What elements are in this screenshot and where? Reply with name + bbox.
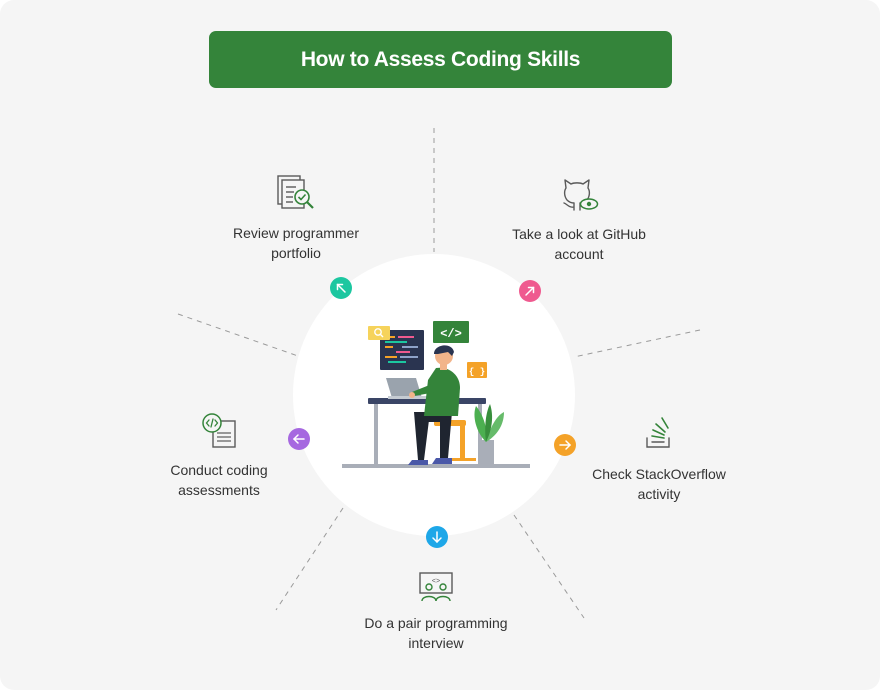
- search-tag: [368, 326, 390, 340]
- step-label-portfolio-line2: portfolio: [271, 245, 321, 261]
- arrow-down-icon: [426, 526, 448, 548]
- step-label-github: Take a look at GitHub account: [484, 224, 674, 264]
- step-label-stackoverflow: Check StackOverflow activity: [564, 464, 754, 504]
- page-title: How to Assess Coding Skills: [300, 47, 581, 71]
- step-label-portfolio: Review programmer portfolio: [201, 223, 391, 263]
- step-label-pair-line1: Do a pair programming: [364, 615, 508, 631]
- arrow-left-icon: [288, 428, 310, 450]
- svg-text:<>: <>: [432, 578, 440, 586]
- spoke-right: [573, 329, 701, 358]
- braces-tag: [467, 362, 487, 378]
- step-label-assessment: Conduct coding assessments: [124, 460, 314, 500]
- svg-text:</>: </>: [440, 327, 462, 341]
- step-label-pair-line2: interview: [408, 635, 464, 651]
- title-banner: How to Assess Coding Skills: [209, 31, 672, 88]
- step-label-stackoverflow-line2: activity: [637, 486, 681, 502]
- step-label-assessment-line1: Conduct coding: [170, 462, 268, 478]
- code-document-icon: [202, 413, 236, 448]
- document-check-icon: [277, 175, 314, 209]
- step-label-pair: Do a pair programming interview: [341, 613, 531, 653]
- step-label-assessment-line2: assessments: [178, 482, 260, 498]
- spoke-bottom-left: [275, 507, 344, 611]
- pair-programming-icon: <>: [419, 572, 453, 602]
- stackoverflow-icon: [646, 417, 670, 448]
- svg-text:{ }: { }: [469, 367, 485, 377]
- arrow-up-right-icon: [519, 280, 541, 302]
- step-label-portfolio-line1: Review programmer: [232, 225, 360, 241]
- github-eye-icon: [563, 179, 599, 211]
- developer-at-desk-icon: </> { }: [342, 321, 530, 468]
- spoke-left: [177, 313, 299, 357]
- monitor-shape: [380, 330, 424, 370]
- step-label-stackoverflow-line1: Check StackOverflow: [592, 466, 726, 482]
- step-label-github-line2: account: [554, 246, 604, 262]
- arrow-right-icon: [554, 434, 576, 456]
- code-tag: [433, 321, 469, 343]
- arrow-up-left-icon: [330, 277, 352, 299]
- step-label-github-line1: Take a look at GitHub: [512, 226, 646, 242]
- spoke-bottom-right: [513, 514, 585, 619]
